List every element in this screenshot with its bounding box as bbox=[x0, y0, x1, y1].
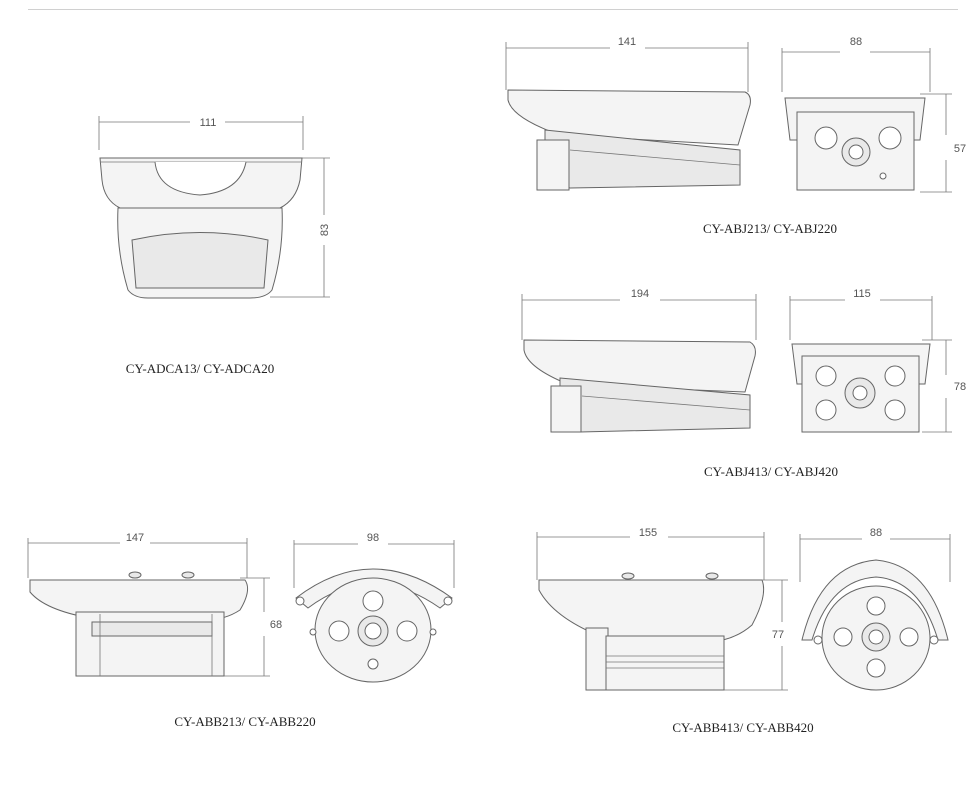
abb2-width-dim: 147 bbox=[126, 532, 144, 544]
abb2-front-drawing: 98 bbox=[293, 532, 455, 683]
top-divider bbox=[28, 9, 958, 10]
abj4-side-drawing: 194 bbox=[521, 288, 757, 433]
abj2-width-dim: 141 bbox=[618, 36, 636, 48]
abj2-front-drawing: 88 57 bbox=[781, 36, 966, 193]
abj2-side-drawing: 141 bbox=[505, 36, 751, 191]
adca-width-dim: 111 bbox=[200, 117, 217, 129]
adca-height-dim: 83 bbox=[319, 224, 331, 236]
abb4-width-dim: 155 bbox=[639, 527, 657, 539]
abj4-front-width-dim: 115 bbox=[853, 288, 871, 300]
abb4-height-dim: 77 bbox=[772, 629, 784, 641]
abb4-front-drawing: 88 bbox=[799, 527, 951, 691]
abb2-side-drawing: 147 68 bbox=[27, 532, 282, 677]
abb2-label: CY-ABB213/ CY-ABB220 bbox=[174, 714, 315, 729]
abj2-label: CY-ABJ213/ CY-ABJ220 bbox=[703, 221, 837, 236]
adca-drawing: 111 83 bbox=[98, 116, 331, 299]
abb4-side-drawing: 155 77 bbox=[536, 527, 788, 691]
abj4-width-dim: 194 bbox=[631, 288, 649, 300]
abj4-front-drawing: 115 78 bbox=[789, 288, 966, 433]
abb4-label: CY-ABB413/ CY-ABB420 bbox=[672, 720, 813, 735]
abj4-label: CY-ABJ413/ CY-ABJ420 bbox=[704, 464, 838, 479]
abj2-height-dim: 57 bbox=[954, 143, 966, 155]
abb2-height-dim: 68 bbox=[270, 619, 282, 631]
adca-label: CY-ADCA13/ CY-ADCA20 bbox=[126, 361, 274, 376]
abj4-height-dim: 78 bbox=[954, 381, 966, 393]
abb4-front-width-dim: 88 bbox=[870, 527, 882, 539]
abj2-front-width-dim: 88 bbox=[850, 36, 862, 48]
abb2-front-width-dim: 98 bbox=[367, 532, 379, 544]
